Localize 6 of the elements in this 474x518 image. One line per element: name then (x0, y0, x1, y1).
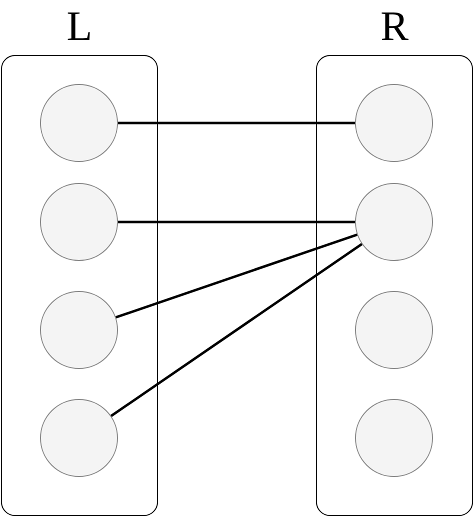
connector-line (115, 233, 358, 319)
connector-line (118, 220, 355, 224)
connector-line (110, 243, 363, 417)
group-heading: R (380, 3, 408, 52)
group-heading: L (66, 3, 92, 52)
connector-line (118, 122, 355, 124)
